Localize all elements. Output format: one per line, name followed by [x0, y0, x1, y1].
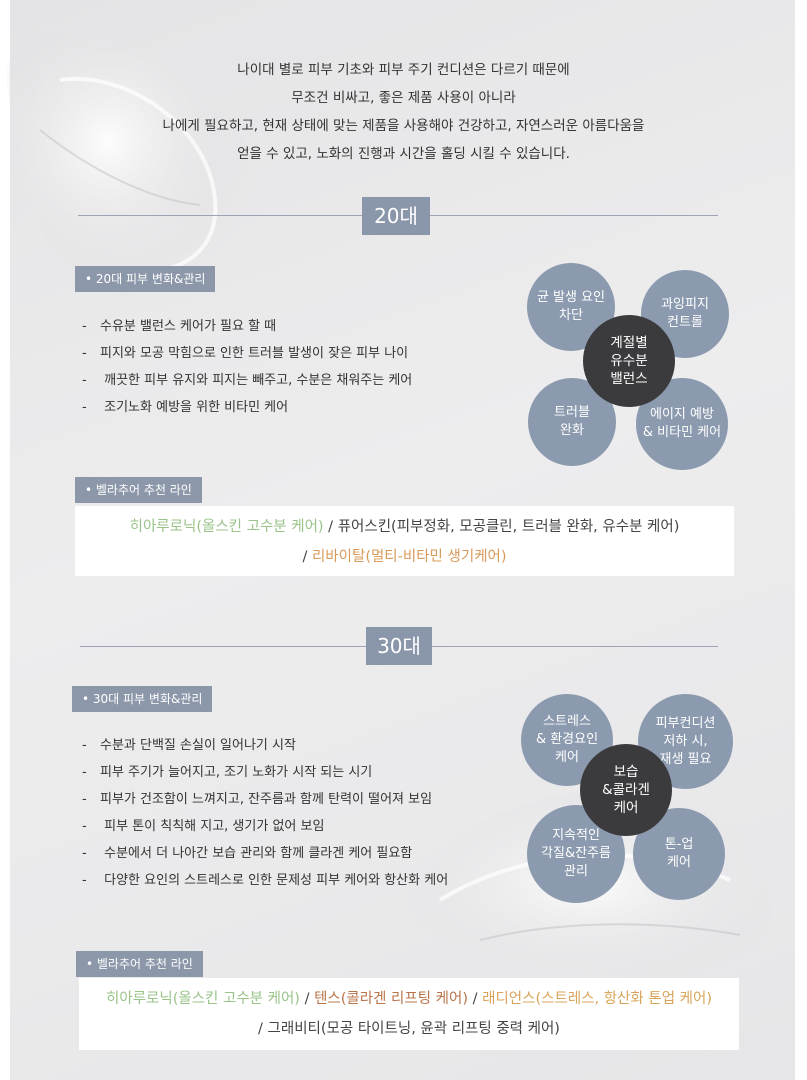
intro-line: 나이대 별로 피부 기초와 피부 주기 컨디션은 다르기 때문에 [237, 62, 570, 78]
rec-tag-20s: • 벨라추어 추천 라인 [75, 477, 202, 503]
list-item: -피부 주기가 늘어지고, 조기 노화가 시작 되는 시기 [82, 765, 373, 780]
list-item: -수유분 밸런스 케어가 필요 할 때 [82, 319, 277, 334]
intro-text: 나이대 별로 피부 기초와 피부 주기 컨디션은 다르기 때문에 무조건 비싸고… [0, 56, 807, 168]
age-heading-20s: 20대 [362, 197, 430, 235]
diagram-circle-center: 보습 &콜라겐 케어 [580, 744, 672, 836]
product-hyaluronic: 히아루로닉(올스킨 고수분 케어) [106, 991, 300, 1007]
left-margin [0, 0, 10, 1080]
product-hyaluronic: 히아루로닉(올스킨 고수분 케어) [129, 519, 324, 535]
care-list-30s: -수분과 단백질 손실이 일어나기 시작 -피부 주기가 늘어지고, 조기 노화… [82, 732, 448, 894]
product-radiance: 래디언스(스트레스, 항산화 톤업 케어) [482, 991, 712, 1007]
list-item: -피부가 건조함이 느껴지고, 잔주름과 함께 탄력이 떨어져 보임 [82, 792, 433, 807]
intro-line: 무조건 비싸고, 좋은 제품 사용이 아니라 [291, 90, 516, 106]
rec-tag-30s: • 벨라추어 추천 라인 [76, 951, 203, 977]
list-item: - 다양한 요인의 스트레스로 인한 문제성 피부 케어와 항산화 케어 [82, 873, 449, 888]
rec-box-30s: 히아루로닉(올스킨 고수분 케어) / 텐스(콜라겐 리프팅 케어) / 래디언… [79, 978, 739, 1050]
intro-line: 얻을 수 있고, 노화의 진행과 시간을 홀딩 시킬 수 있습니다. [237, 146, 570, 162]
rec-box-20s: 히아루로닉(올스킨 고수분 케어) / 퓨어스킨(피부정화, 모공클린, 트러블… [75, 506, 734, 576]
product-gravity: 그래비티(모공 타이트닝, 윤곽 리프팅 중력 케어) [267, 1021, 560, 1037]
product-revital: 리바이탈(멀티-비타민 생기케어) [311, 549, 507, 565]
age-heading-30s: 30대 [366, 627, 432, 665]
diagram-circle-center: 계절별 유수분 밸런스 [583, 315, 675, 407]
rec-line-1: 히아루로닉(올스킨 고수분 케어) / 퓨어스킨(피부정화, 모공클린, 트러블… [129, 519, 680, 535]
list-item: - 조기노화 예방을 위한 비타민 케어 [82, 400, 289, 415]
care-tag-30s: • 30대 피부 변화&관리 [72, 686, 213, 712]
product-tense: 텐스(콜라겐 리프팅 케어) [314, 991, 469, 1007]
intro-line: 나에게 필요하고, 현재 상태에 맞는 제품을 사용해야 건강하고, 자연스러운… [162, 118, 645, 134]
care-tag-20s: • 20대 피부 변화&관리 [75, 266, 216, 292]
right-margin [795, 0, 807, 1080]
list-item: - 깨끗한 피부 유지와 피지는 빼주고, 수분은 채워주는 케어 [82, 373, 413, 388]
rec-line-1: 히아루로닉(올스킨 고수분 케어) / 텐스(콜라겐 리프팅 케어) / 래디언… [106, 991, 712, 1007]
list-item: - 수분에서 더 나아간 보습 관리와 함께 클라겐 케어 필요함 [82, 846, 413, 861]
rec-line-2: / 리바이탈(멀티-비타민 생기케어) [302, 549, 507, 565]
list-item: - 피부 톤이 칙칙해 지고, 생기가 없어 보임 [82, 819, 325, 834]
diagram-circle-bl: 지속적인 각질&잔주름 관리 [527, 805, 625, 903]
list-item: -피지와 모공 막힘으로 인한 트러블 발생이 잦은 피부 나이 [82, 346, 409, 361]
product-pureskin: 퓨어스킨(피부정화, 모공클린, 트러블 완화, 유수분 케어) [337, 519, 680, 535]
rec-line-2: / 그래비티(모공 타이트닝, 윤곽 리프팅 중력 케어) [258, 1021, 560, 1037]
list-item: -수분과 단백질 손실이 일어나기 시작 [82, 738, 296, 753]
care-list-20s: -수유분 밸런스 케어가 필요 할 때 -피지와 모공 막힘으로 인한 트러블 … [82, 313, 412, 421]
